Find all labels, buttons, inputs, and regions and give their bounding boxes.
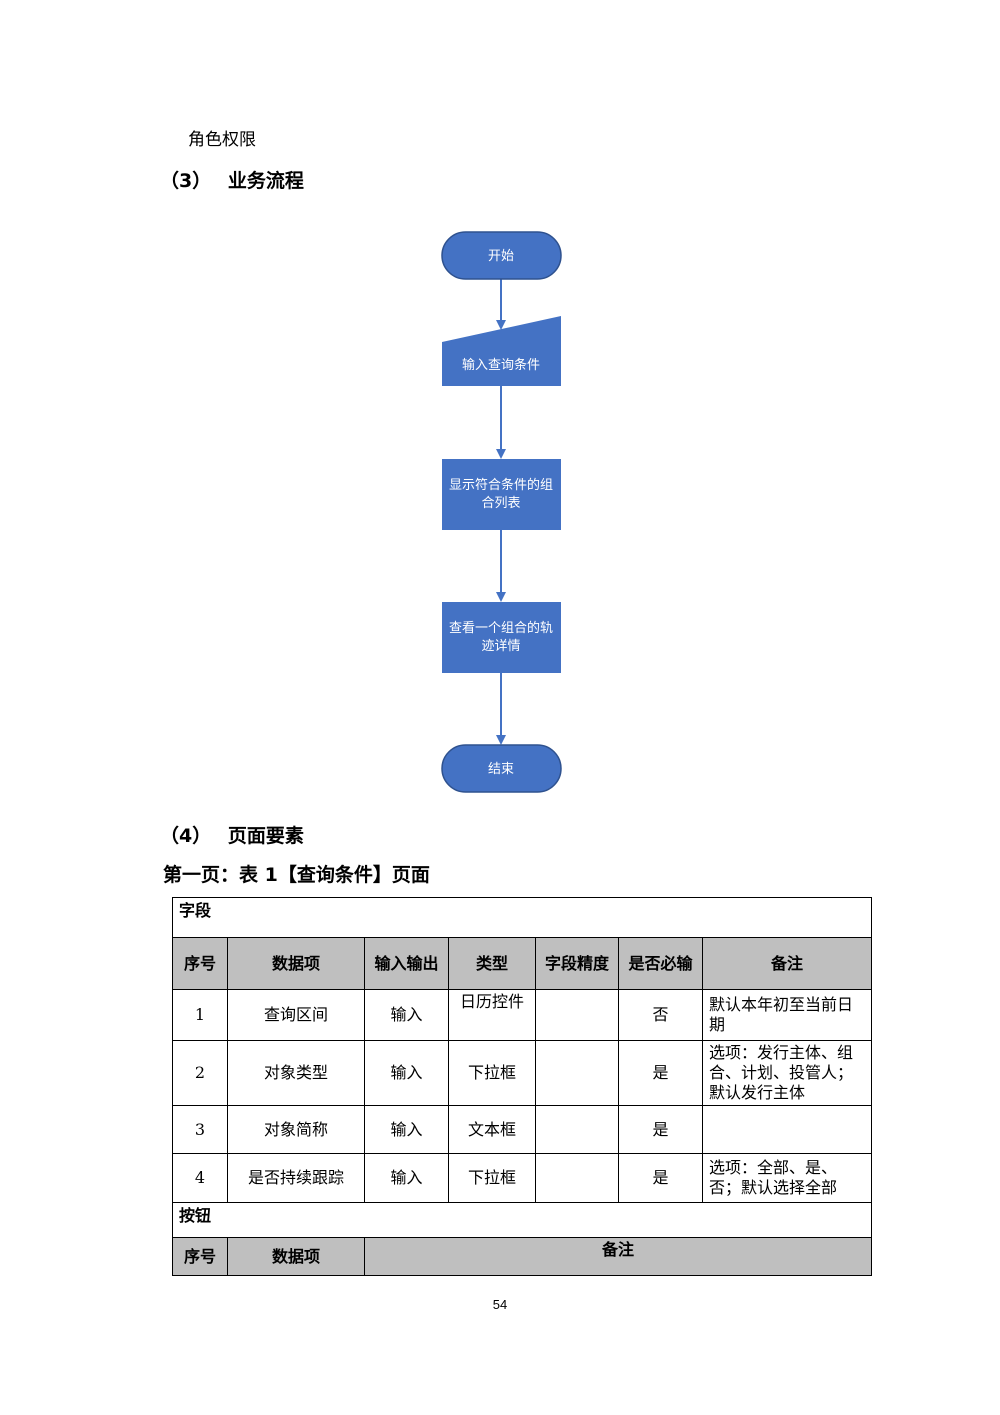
- cell-type: 下拉框: [448, 1153, 536, 1203]
- page-number: 54: [492, 1297, 508, 1312]
- cell-io: 输入: [364, 1153, 449, 1203]
- buttons-section-label: 按钮: [171, 1202, 873, 1238]
- buttons-header-row: 序号 数据项 备注: [172, 1237, 873, 1276]
- button-header-item: 数据项: [227, 1237, 365, 1276]
- cell-no: 1: [172, 989, 228, 1041]
- section-4-title: 页面要素: [227, 825, 304, 847]
- section-4-heading: （4） 页面要素: [160, 821, 304, 848]
- cell-precision: [535, 1040, 619, 1106]
- table-row: 1 查询区间 输入 日历控件 否 默认本年初至当前日期: [172, 989, 873, 1041]
- header-note: 备注: [701, 937, 873, 990]
- cell-note: 选项：全部、是、否；默认选择全部: [701, 1153, 873, 1203]
- flow-detail-label-1: 查看一个组合的轨: [449, 620, 553, 636]
- header-io: 输入输出: [364, 937, 449, 990]
- flow-start-label: 开始: [488, 249, 514, 264]
- header-item: 数据项: [227, 937, 365, 990]
- table-caption: 第一页：表 1【查询条件】页面: [163, 864, 430, 886]
- section-4-number: （4）: [160, 825, 212, 847]
- cell-required: 是: [618, 1153, 703, 1203]
- header-no: 序号: [172, 937, 228, 990]
- cell-precision: [535, 1105, 619, 1154]
- cell-no: 3: [172, 1105, 228, 1154]
- fields-section-label: 字段: [171, 897, 873, 938]
- cell-item: 查询区间: [227, 989, 365, 1041]
- section-3-number: （3）: [160, 170, 212, 192]
- section-3-heading: （3） 业务流程: [160, 166, 304, 193]
- section-3-title: 业务流程: [227, 170, 304, 192]
- cell-item: 对象类型: [227, 1040, 365, 1106]
- cell-required: 是: [618, 1040, 703, 1106]
- table-row: 2 对象类型 输入 下拉框 是 选项：发行主体、组合、计划、投管人；默认发行主体: [172, 1040, 873, 1106]
- flow-detail-process: [442, 602, 561, 673]
- cell-required: 否: [618, 989, 703, 1041]
- cell-required: 是: [618, 1105, 703, 1154]
- cell-io: 输入: [364, 1105, 449, 1154]
- header-type: 类型: [448, 937, 536, 990]
- button-header-note: 备注: [363, 1237, 873, 1276]
- cell-precision: [535, 1153, 619, 1203]
- cell-type: 文本框: [448, 1105, 536, 1154]
- flow-list-label-1: 显示符合条件的组: [449, 477, 553, 493]
- header-precision: 字段精度: [535, 937, 619, 990]
- header-required: 是否必输: [618, 937, 703, 990]
- cell-type: 日历控件: [448, 989, 536, 1041]
- cell-io: 输入: [364, 1040, 449, 1106]
- cell-io: 输入: [364, 989, 449, 1041]
- flow-detail-label-2: 迹详情: [481, 639, 520, 654]
- flow-list-process: [442, 459, 561, 530]
- flow-start-terminal: [441, 231, 562, 280]
- cell-no: 4: [172, 1153, 228, 1203]
- cell-no: 2: [172, 1040, 228, 1106]
- query-conditions-table: 字段 序号 数据项 输入输出 类型 字段精度 是否必输 备注 1 查询区间 输入…: [171, 897, 873, 1276]
- cell-note: [701, 1105, 873, 1154]
- flow-end-terminal: [441, 744, 562, 793]
- cell-note: 默认本年初至当前日期: [701, 989, 873, 1041]
- flow-end-label: 结束: [488, 762, 514, 777]
- table-row: 4 是否持续跟踪 输入 下拉框 是 选项：全部、是、否；默认选择全部: [172, 1153, 873, 1203]
- flow-input-label: 输入查询条件: [462, 357, 540, 373]
- fields-header-row: 序号 数据项 输入输出 类型 字段精度 是否必输 备注: [172, 937, 873, 990]
- cell-item: 对象简称: [227, 1105, 365, 1154]
- button-header-no: 序号: [172, 1237, 228, 1276]
- flow-list-label-2: 合列表: [481, 496, 520, 511]
- cell-type: 下拉框: [448, 1040, 536, 1106]
- flow-input-shape: [442, 316, 561, 386]
- cell-note: 选项：发行主体、组合、计划、投管人；默认发行主体: [701, 1040, 873, 1106]
- cell-precision: [535, 989, 619, 1041]
- cell-item: 是否持续跟踪: [227, 1153, 365, 1203]
- role-permission-text: 角色权限: [188, 130, 256, 150]
- table-row: 3 对象简称 输入 文本框 是: [172, 1105, 873, 1154]
